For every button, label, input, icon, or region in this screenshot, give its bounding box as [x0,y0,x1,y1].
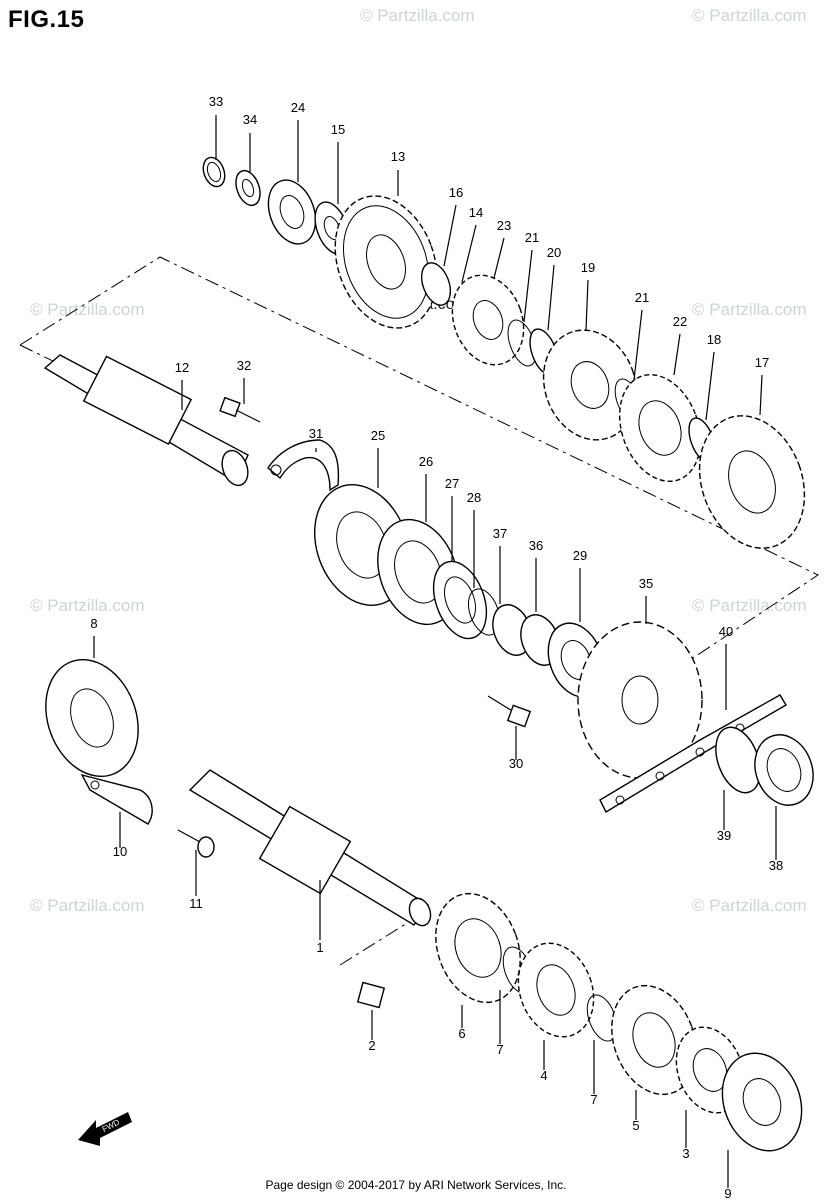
part-number-label[interactable]: 24 [291,100,305,115]
watermark: © Partzilla.com [30,300,145,319]
part-number-label[interactable]: 21 [635,290,649,305]
countershaft-12[interactable] [43,354,252,489]
gear-23[interactable] [440,265,535,375]
dash-frame [19,256,820,661]
part-number-label[interactable]: 16 [449,185,463,200]
part-number-label[interactable]: 18 [707,332,721,347]
part-number-label[interactable]: 40 [719,624,733,639]
bolt-32[interactable] [219,396,261,423]
part-number-label[interactable]: 29 [573,548,587,563]
part-number-label[interactable]: 25 [371,428,385,443]
watermark: © Partzilla.com [692,896,807,915]
collar-27[interactable] [424,554,496,646]
part-number-label[interactable]: 20 [547,245,561,260]
part-number-label[interactable]: 9 [724,1186,731,1200]
part-number-label[interactable]: 2 [368,1038,375,1053]
part-number-label[interactable]: 12 [175,360,189,375]
part-number-label[interactable]: 7 [590,1092,597,1107]
part-number-label[interactable]: 22 [673,314,687,329]
part-number-label[interactable]: 31 [309,426,323,441]
part-number-label[interactable]: 17 [755,355,769,370]
gear-4[interactable] [506,933,606,1048]
part-number-label[interactable]: 34 [243,112,257,127]
chain-40[interactable] [599,694,787,813]
part-number-label[interactable]: 8 [90,616,97,631]
part-number-label[interactable]: 15 [331,122,345,137]
part-number-label[interactable]: 36 [529,538,543,553]
gear-5[interactable] [597,974,710,1107]
part-number-label[interactable]: 4 [540,1068,547,1083]
stopper-31[interactable] [267,439,340,492]
watermark: © Partzilla.com [30,596,145,615]
bushing-16[interactable] [416,259,455,309]
washer-34[interactable] [232,167,265,208]
part-number-label[interactable]: 14 [469,205,483,220]
screw-11[interactable] [177,829,215,858]
figure-title: FIG.15 [8,6,85,33]
bolt-30[interactable] [487,695,532,728]
footer-credit: Page design © 2004-2017 by ARI Network S… [265,1178,567,1192]
part-number-label[interactable]: 32 [237,358,251,373]
part-number-label[interactable]: 3 [682,1146,689,1161]
fwd-arrow-icon: FWD [78,1112,132,1146]
seal-38[interactable] [745,727,822,814]
part-number-label[interactable]: 6 [458,1026,465,1041]
bushing-2[interactable] [356,981,386,1009]
part-number-label[interactable]: 5 [632,1118,639,1133]
gear-17[interactable] [682,401,822,563]
watermark: © Partzilla.com [692,6,807,25]
gear-13[interactable] [318,182,455,343]
part-number-label[interactable]: 28 [467,490,481,505]
part-number-label[interactable]: 11 [189,896,203,911]
watermark: © Partzilla.com [30,896,145,915]
part-number-label[interactable]: 1 [316,940,323,955]
part-number-label[interactable]: 33 [209,94,223,109]
part-number-label[interactable]: 27 [445,476,459,491]
watermark: © Partzilla.com [360,6,475,25]
watermark: © Partzilla.com [692,596,807,615]
part-number-label[interactable]: 38 [769,858,783,873]
part-number-label[interactable]: 23 [497,218,511,233]
part-number-label[interactable]: 30 [509,756,523,771]
gear-19[interactable] [529,317,652,453]
retainer-10[interactable] [80,773,153,825]
part-number-label[interactable]: 37 [493,526,507,541]
gear-22[interactable] [605,363,714,492]
mainshaft-1[interactable] [188,769,434,929]
dash-frame [339,914,421,966]
leader-lines [93,115,777,1188]
bearing-9[interactable] [709,1042,815,1162]
part-number-label[interactable]: 35 [639,576,653,591]
watermark: © Partzilla.com [692,300,807,319]
part-number-label[interactable]: 21 [525,230,539,245]
sprocket-35[interactable] [577,621,703,779]
part-number-label[interactable]: 39 [717,828,731,843]
gear-6[interactable] [421,882,534,1015]
bearing-8[interactable] [30,647,154,790]
part-number-label[interactable]: 13 [391,149,405,164]
bearing-24[interactable] [260,173,324,250]
part-number-label[interactable]: 26 [419,454,433,469]
part-number-label[interactable]: 10 [113,844,127,859]
o-ring-28[interactable] [463,585,506,640]
circlip-33[interactable] [199,154,228,189]
part-number-label[interactable]: 7 [496,1042,503,1057]
part-number-label[interactable]: 19 [581,260,595,275]
